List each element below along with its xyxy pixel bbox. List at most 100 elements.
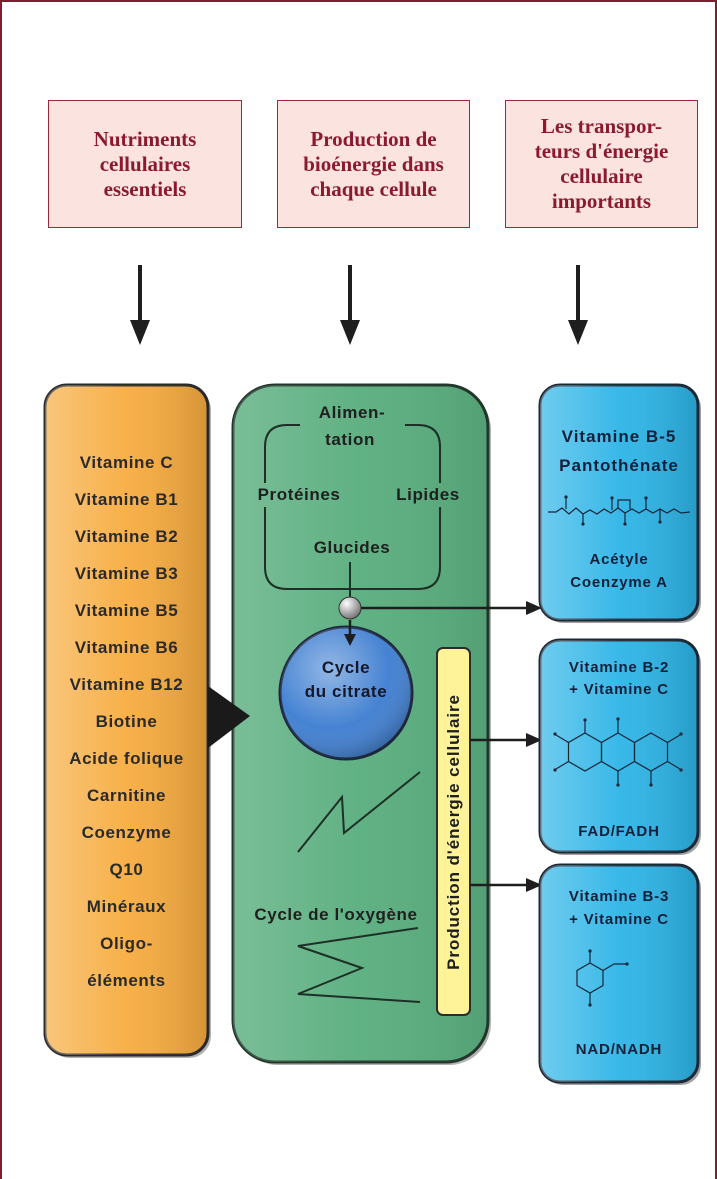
down-arrow-nutrients xyxy=(130,265,150,345)
atom xyxy=(623,522,627,526)
header-line: teurs d'énergie xyxy=(534,139,669,163)
nutrient-item: Vitamine B3 xyxy=(74,564,179,583)
carrier-vitamin-line2: + Vitamine C xyxy=(569,681,669,698)
header-line: Nutriments xyxy=(93,126,197,151)
nutrient-item: Vitamine C xyxy=(79,453,174,472)
nutrient-item: Coenzyme xyxy=(81,823,172,842)
header-line: chaque cellule xyxy=(310,176,437,201)
citrate-cycle-circle xyxy=(278,625,414,761)
nutrient-item: Vitamine B12 xyxy=(69,675,184,694)
carrier-box-b3 xyxy=(538,863,701,1085)
proteins-label: Protéines xyxy=(257,485,341,504)
nutrient-item: Oligo- xyxy=(100,934,153,953)
carbohydrates-label: Glucides xyxy=(313,538,391,557)
carrier-box-b5 xyxy=(538,383,701,623)
box-shine xyxy=(540,865,698,1082)
header-line: importants xyxy=(551,189,652,213)
carrier-name-line1: Acétyle xyxy=(589,551,649,568)
carrier-box-b2 xyxy=(538,638,701,855)
energy-production-bar xyxy=(436,647,471,1016)
arrow-into-citrate-cycle xyxy=(344,620,356,646)
lipids-label: Lipides xyxy=(396,485,460,504)
oxygen-cycle-label: Cycle de l'oxygène xyxy=(254,905,418,924)
atom xyxy=(616,717,620,721)
atom xyxy=(553,768,557,772)
carrier-vitamin-line2: + Vitamine C xyxy=(569,911,669,928)
arrow-to-nad xyxy=(470,878,542,892)
arrow-head xyxy=(340,320,360,345)
header-line: cellulaire xyxy=(560,164,643,188)
arrow-head xyxy=(526,878,542,892)
atom xyxy=(588,949,592,953)
riboflavin-structure xyxy=(555,720,681,784)
niacin-structure xyxy=(576,952,626,1004)
arrow-head xyxy=(568,320,588,345)
structure-bond xyxy=(667,760,681,770)
nutrient-list: Vitamine C Vitamine B1 Vitamine B2 Vitam… xyxy=(45,444,208,999)
circle-shine xyxy=(280,627,412,759)
atom xyxy=(583,718,587,722)
arrow-head xyxy=(344,634,356,646)
carrier-name-line2: Coenzyme A xyxy=(570,574,668,591)
header-line: cellulaires xyxy=(99,151,191,176)
down-arrow-carriers xyxy=(568,265,588,345)
food-bracket xyxy=(264,424,441,590)
structure-bond xyxy=(617,499,631,509)
atom xyxy=(644,496,648,500)
atom xyxy=(581,522,585,526)
atom xyxy=(553,732,557,736)
food-label-line2: tation xyxy=(325,430,375,449)
carrier-vitamin-line1: Vitamine B-5 xyxy=(561,427,677,446)
nutrient-item: Q10 xyxy=(109,860,144,879)
citrate-cycle-label-line2: du citrate xyxy=(304,682,388,701)
structure-bond xyxy=(555,760,569,770)
citrate-cycle-label-line1: Cycle xyxy=(321,658,371,677)
arrow-head xyxy=(526,601,542,615)
header-box-nutrients: Nutriments cellulaires essentiels xyxy=(48,100,242,228)
down-arrow-bioenergy xyxy=(340,265,360,345)
header-line: bioénergie dans xyxy=(303,151,444,176)
atom xyxy=(679,732,683,736)
nutrient-column xyxy=(43,383,211,1058)
nutrient-item: Minéraux xyxy=(86,897,167,916)
header-line: Production de xyxy=(310,126,437,151)
box-shine xyxy=(540,640,698,852)
atom xyxy=(564,495,568,499)
structure-bond xyxy=(555,734,569,744)
header-line: essentiels xyxy=(103,176,187,201)
carrier-name: NAD/NADH xyxy=(575,1041,663,1058)
arrow-head xyxy=(130,320,150,345)
header-line: Les transpor- xyxy=(540,114,663,138)
structure-bond xyxy=(602,963,626,972)
niacin-atoms xyxy=(588,949,629,1007)
carrier-vitamin-line1: Vitamine B-3 xyxy=(568,888,670,905)
nutrient-item: éléments xyxy=(87,971,166,990)
pantothenate-structure xyxy=(548,498,691,523)
carrier-name: FAD/FADH xyxy=(578,823,660,840)
atom xyxy=(625,962,629,966)
header-box-bioenergy: Production de bioénergie dans chaque cel… xyxy=(277,100,470,228)
column-shine xyxy=(45,385,208,1055)
nutrient-item: Biotine xyxy=(95,712,158,731)
nutrient-item: Acide folique xyxy=(69,749,184,768)
nutrient-item: Carnitine xyxy=(86,786,167,805)
pointer-triangle xyxy=(208,686,250,748)
header-box-energy-carriers: Les transpor- teurs d'énergie cellulaire… xyxy=(505,100,698,228)
nutrient-item: Vitamine B5 xyxy=(74,601,179,620)
pantothenate-atoms xyxy=(564,495,662,526)
structure-bond xyxy=(667,734,681,744)
arrow-to-acetyl-coa xyxy=(361,601,542,615)
nutrient-item: Vitamine B6 xyxy=(74,638,179,657)
atom xyxy=(649,783,653,787)
oxygen-cycle-zigzag-lower xyxy=(297,927,421,1003)
carrier-vitamin-line1: Vitamine B-2 xyxy=(568,659,670,676)
carrier-vitamin-line2: Pantothénate xyxy=(559,456,679,475)
box-shine xyxy=(540,385,698,620)
atom xyxy=(588,1003,592,1007)
junction-sphere xyxy=(338,596,362,620)
atom xyxy=(610,496,614,500)
nutrient-item: Vitamine B1 xyxy=(74,490,179,509)
energy-production-label: Production d'énergie cellulaire xyxy=(443,693,463,970)
